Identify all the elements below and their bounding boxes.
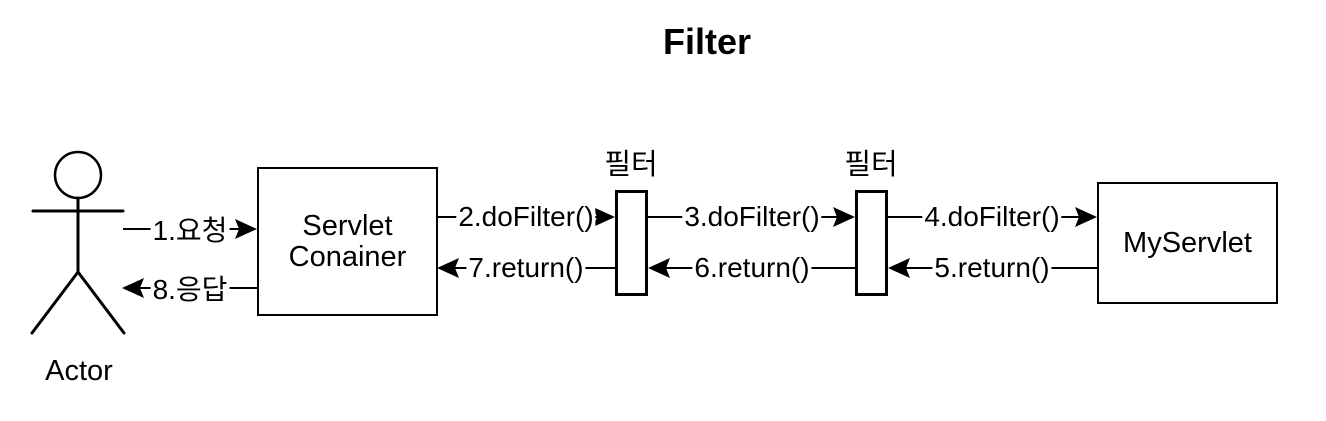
message-4-arrowhead-icon: [1075, 207, 1097, 227]
message-1-label: 1.요청: [150, 209, 230, 249]
actor-head-icon: [53, 150, 103, 200]
node-servlet-container-label-line2: Conainer: [288, 240, 407, 273]
message-7-arrowhead-icon: [437, 258, 459, 278]
actor-label: Actor: [45, 355, 113, 387]
message-3-arrowhead-icon: [833, 207, 855, 227]
message-6-arrowhead-icon: [648, 258, 670, 278]
message-5-arrowhead-icon: [888, 258, 910, 278]
message-1-arrowhead-icon: [235, 219, 257, 239]
message-4-label: 4.doFilter(): [922, 201, 1062, 233]
node-my-servlet-label: MyServlet: [1123, 226, 1252, 259]
actor-left-leg-line: [30, 270, 80, 335]
message-2-arrowhead-icon: [593, 207, 615, 227]
actor-figure: [30, 150, 126, 335]
message-3-label: 3.doFilter(): [682, 201, 822, 233]
node-filter-2: [855, 190, 888, 296]
message-8-label: 8.응답: [150, 268, 230, 308]
node-my-servlet: MyServlet: [1097, 182, 1278, 304]
message-6-label: 6.return(): [692, 252, 812, 284]
message-8-arrowhead-icon: [122, 278, 144, 298]
node-filter-1-label: 필터: [604, 149, 658, 181]
node-filter-1: [615, 190, 648, 296]
node-filter-2-label: 필터: [844, 149, 898, 181]
message-7-label: 7.return(): [466, 252, 586, 284]
actor-right-leg-line: [76, 270, 126, 335]
message-2-label: 2.doFilter(): [456, 201, 596, 233]
diagram-title: Filter: [662, 21, 752, 62]
message-5-label: 5.return(): [932, 252, 1052, 284]
node-servlet-container: Servlet Conainer: [257, 167, 438, 316]
node-servlet-container-label-line1: Servlet: [302, 209, 393, 242]
